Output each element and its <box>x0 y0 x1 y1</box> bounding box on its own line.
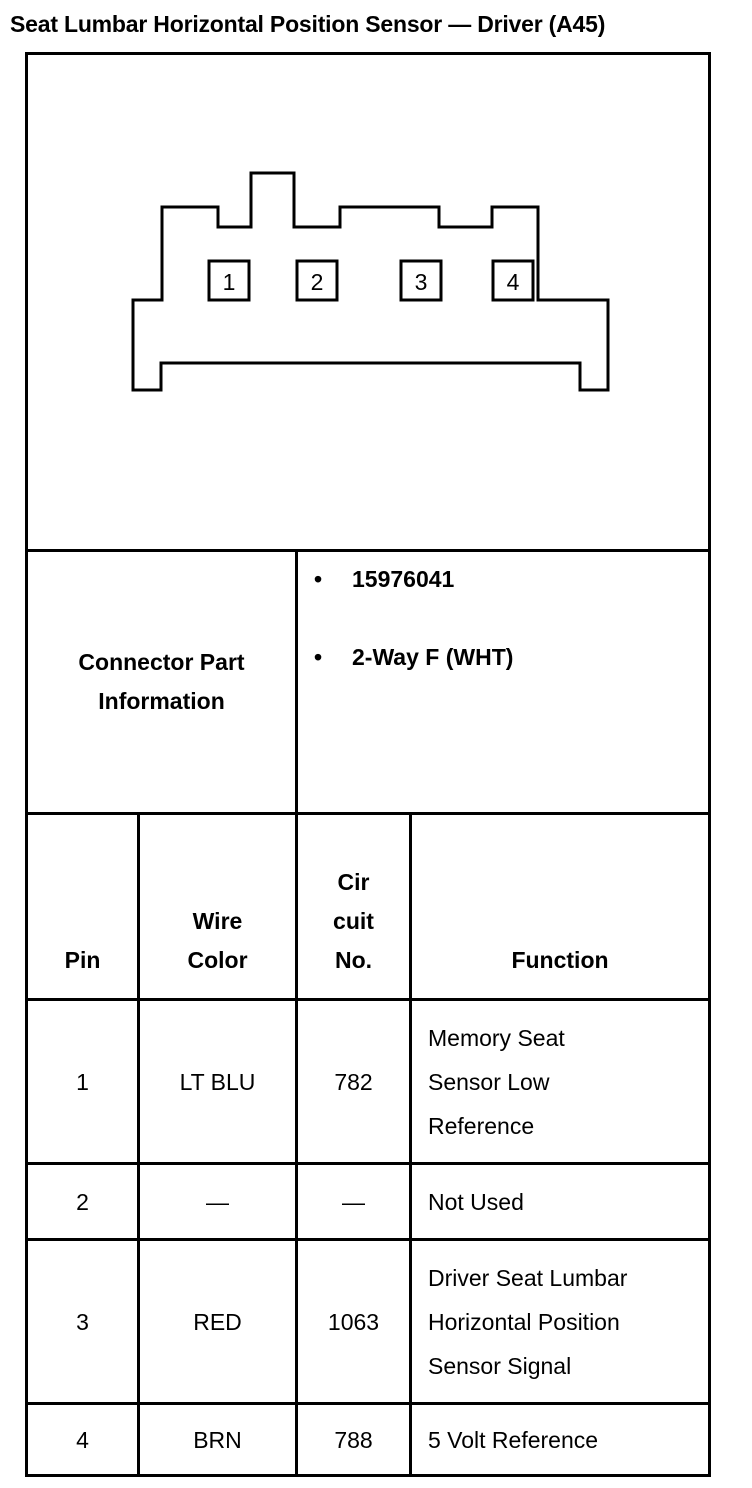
pin-number: 4 <box>507 269 520 295</box>
connector-face-diagram: 1 2 3 4 <box>131 171 610 392</box>
divider <box>295 812 298 1474</box>
table-cell-pin: 3 <box>76 1308 89 1335</box>
divider <box>28 998 708 1001</box>
table-cell-wire-color: BRN <box>193 1426 242 1453</box>
table-cell-wire-color: RED <box>193 1308 242 1335</box>
divider <box>28 812 708 815</box>
connector-table: 1 2 3 4 Connector Part Information •1597… <box>25 52 711 1477</box>
page-title: Seat Lumbar Horizontal Position Sensor —… <box>10 11 606 37</box>
connector-part-info-label: Connector Part Information <box>78 649 245 714</box>
table-cell-pin: 4 <box>76 1426 89 1453</box>
table-cell-wire-color: — <box>206 1188 229 1215</box>
pin-number: 1 <box>223 269 236 295</box>
part-number: •15976041 <box>314 566 455 592</box>
table-cell-circuit-no: 782 <box>334 1068 373 1095</box>
table-cell-wire-color: LT BLU <box>179 1068 256 1095</box>
connector-type: •2-Way F (WHT) <box>314 644 514 670</box>
pin-2-box: 2 <box>295 259 339 302</box>
table-cell-circuit-no: 788 <box>334 1426 373 1453</box>
divider <box>137 812 140 1474</box>
pin-number: 3 <box>415 269 428 295</box>
divider <box>295 549 298 812</box>
divider <box>28 1162 708 1165</box>
divider <box>28 1238 708 1241</box>
divider <box>409 812 412 1474</box>
pin-1-box: 1 <box>207 259 251 302</box>
connector-part-info-list: •15976041 •2-Way F (WHT) <box>298 550 708 812</box>
header-circuit-no: Cir cuit No. <box>333 869 374 973</box>
table-cell-circuit-no: 1063 <box>327 1308 380 1335</box>
header-function: Function <box>511 947 609 973</box>
table-cell-circuit-no: — <box>342 1188 365 1215</box>
header-wire-color: Wire Color <box>187 908 248 973</box>
divider <box>28 549 708 552</box>
table-cell-pin: 2 <box>76 1188 89 1215</box>
table-cell-pin: 1 <box>76 1068 89 1095</box>
connector-outline <box>131 171 610 392</box>
divider <box>28 1402 708 1405</box>
pin-4-box: 4 <box>491 259 535 302</box>
header-pin: Pin <box>64 947 101 973</box>
pin-number: 2 <box>311 269 324 295</box>
table-cell-function: Memory Seat Sensor Low Reference <box>428 1024 565 1139</box>
table-cell-function: Not Used <box>428 1188 524 1215</box>
table-cell-function: Driver Seat Lumbar Horizontal Position S… <box>428 1264 628 1379</box>
pin-3-box: 3 <box>399 259 443 302</box>
table-cell-function: 5 Volt Reference <box>428 1426 599 1453</box>
